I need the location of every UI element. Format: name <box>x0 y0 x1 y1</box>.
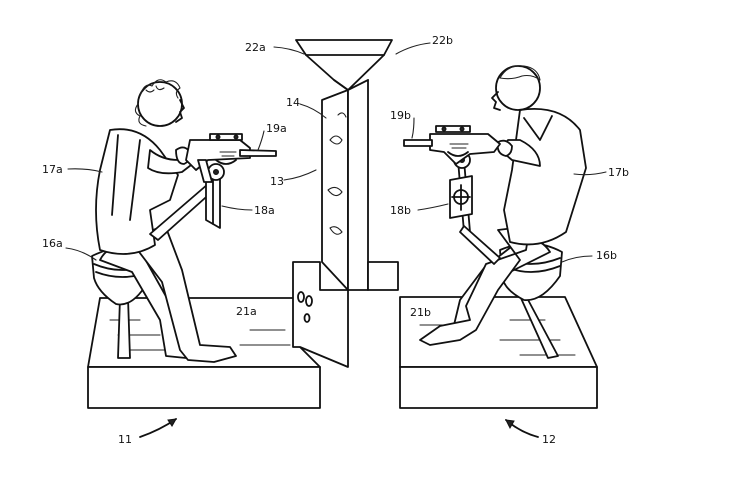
label-seat-left: 16a <box>42 237 63 250</box>
leader-lines <box>65 42 607 263</box>
left-gun <box>185 133 277 183</box>
base-arrow-right <box>505 419 539 438</box>
label-player-right: 17b <box>608 166 629 179</box>
label-sight-left: 22a <box>245 41 266 54</box>
left-player <box>95 79 237 363</box>
label-partition: 13 <box>270 175 284 188</box>
label-player-left: 17a <box>42 163 63 176</box>
base-arrow-left <box>139 418 177 438</box>
right-player <box>419 65 587 346</box>
label-platform-left: 21a <box>236 305 257 318</box>
label-seat-right: 16b <box>596 249 617 262</box>
label-platform-right: 21b <box>410 306 431 319</box>
label-gun-left: 19a <box>266 122 287 135</box>
label-table-right: 12 <box>542 433 556 446</box>
label-table-left: 11 <box>118 433 132 446</box>
right-gun-mount <box>449 151 501 265</box>
sight-funnel <box>295 39 393 91</box>
label-gun-right: 19b <box>390 109 411 122</box>
left-base-platform <box>87 297 321 409</box>
label-partition-top: 14 <box>286 96 300 109</box>
label-sight-right: 22b <box>432 34 453 47</box>
central-partition <box>292 79 399 368</box>
left-gun-mount <box>149 163 225 241</box>
label-mount-right: 18b <box>390 204 411 217</box>
right-gun <box>403 125 501 165</box>
label-mount-left: 18a <box>254 204 275 217</box>
